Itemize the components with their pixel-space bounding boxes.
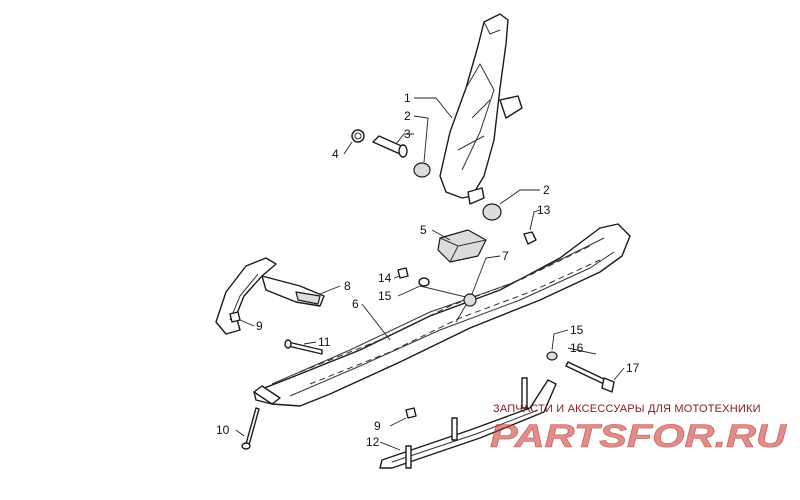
callout-9-upper: 9 (256, 319, 263, 333)
ski-part (253, 223, 631, 407)
callout-5: 5 (420, 223, 427, 237)
callout-12: 12 (366, 435, 380, 449)
callout-1: 1 (404, 91, 411, 105)
leader-lines (235, 97, 625, 451)
callout-8: 8 (344, 279, 351, 293)
watermark-logo-text: PARTSFOR.RU (490, 418, 787, 454)
watermark-tagline: ЗАПЧАСТИ И АКСЕССУАРЫ ДЛЯ МОТОТЕХНИКИ (493, 403, 761, 415)
callout-2-lower: 2 (543, 183, 550, 197)
spindle-part (439, 13, 523, 205)
callout-10: 10 (216, 423, 230, 437)
bushing-parts (351, 129, 537, 245)
callout-15-upper: 15 (378, 289, 392, 303)
callout-4: 4 (332, 147, 339, 161)
callout-11: 11 (318, 335, 331, 349)
callout-3: 3 (404, 127, 411, 141)
callout-2-upper: 2 (404, 109, 411, 123)
callout-14: 14 (378, 271, 392, 285)
callout-17: 17 (626, 361, 640, 375)
callout-13: 13 (537, 203, 551, 217)
callout-9-lower: 9 (374, 419, 381, 433)
callout-6: 6 (352, 297, 359, 311)
wear-pad-part (437, 229, 487, 263)
callout-16: 16 (570, 341, 584, 355)
callout-7: 7 (502, 249, 509, 263)
skag-runner-part (379, 377, 557, 469)
callout-15-lower: 15 (570, 323, 584, 337)
watermark-logo: PARTSFOR.RU (490, 418, 788, 455)
fastener-parts (229, 267, 615, 450)
callout-labels: 1 2 3 4 2 13 5 7 14 8 15 6 9 11 15 16 17… (216, 91, 640, 449)
